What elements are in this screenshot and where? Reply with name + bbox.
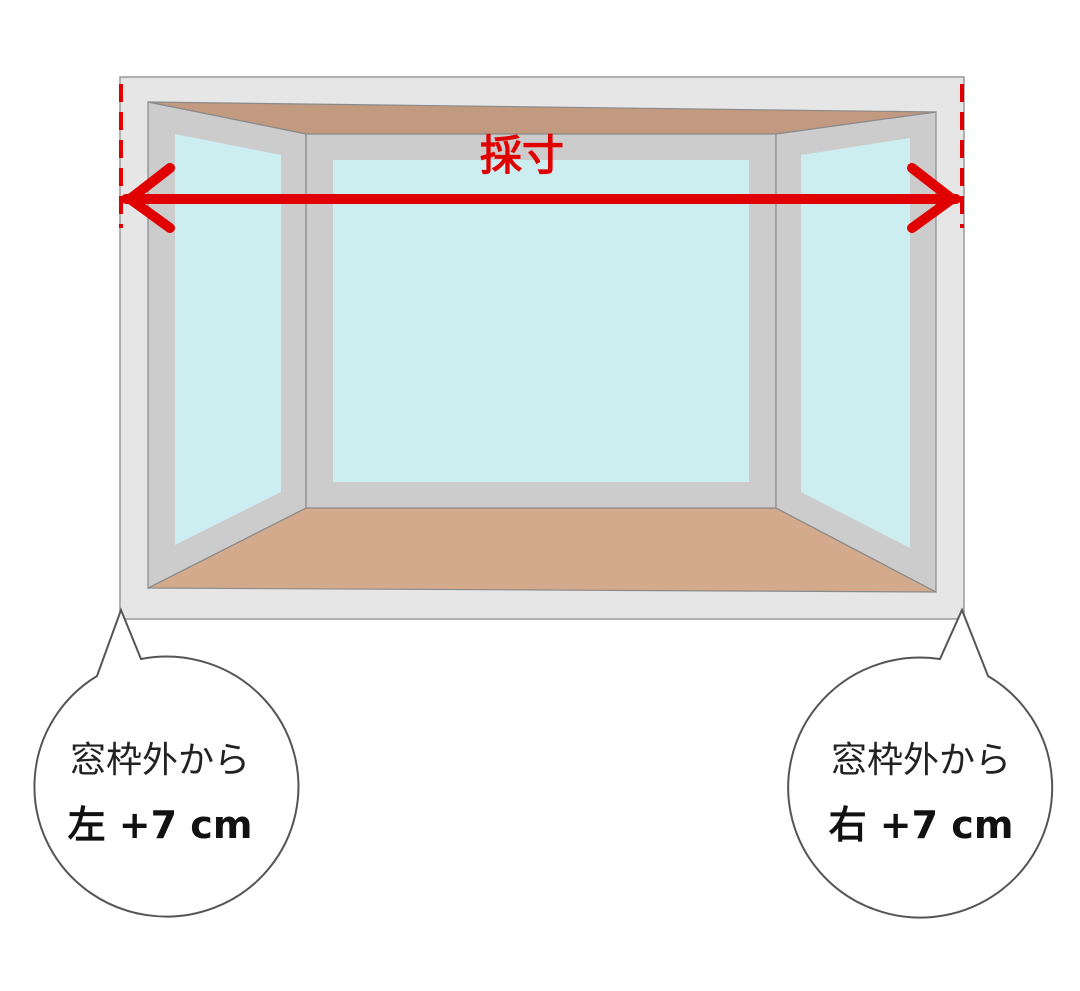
left-callout-line1: 窓枠外から [70,740,250,781]
left-callout-line2: 左 +7 cm [68,803,253,847]
right-callout-line1: 窓枠外から [831,740,1011,781]
center-glass [333,160,749,482]
right-side-glass [801,138,910,548]
measure-arrow-left-head [125,163,175,233]
measure-label: 採寸 [480,131,564,180]
right-callout-bubble [787,607,1054,919]
left-callout-bubble [33,607,300,918]
right-callout-line2: 右 +7 cm [829,803,1014,847]
measure-arrow-right-head [907,163,957,233]
left-side-glass [175,134,281,545]
